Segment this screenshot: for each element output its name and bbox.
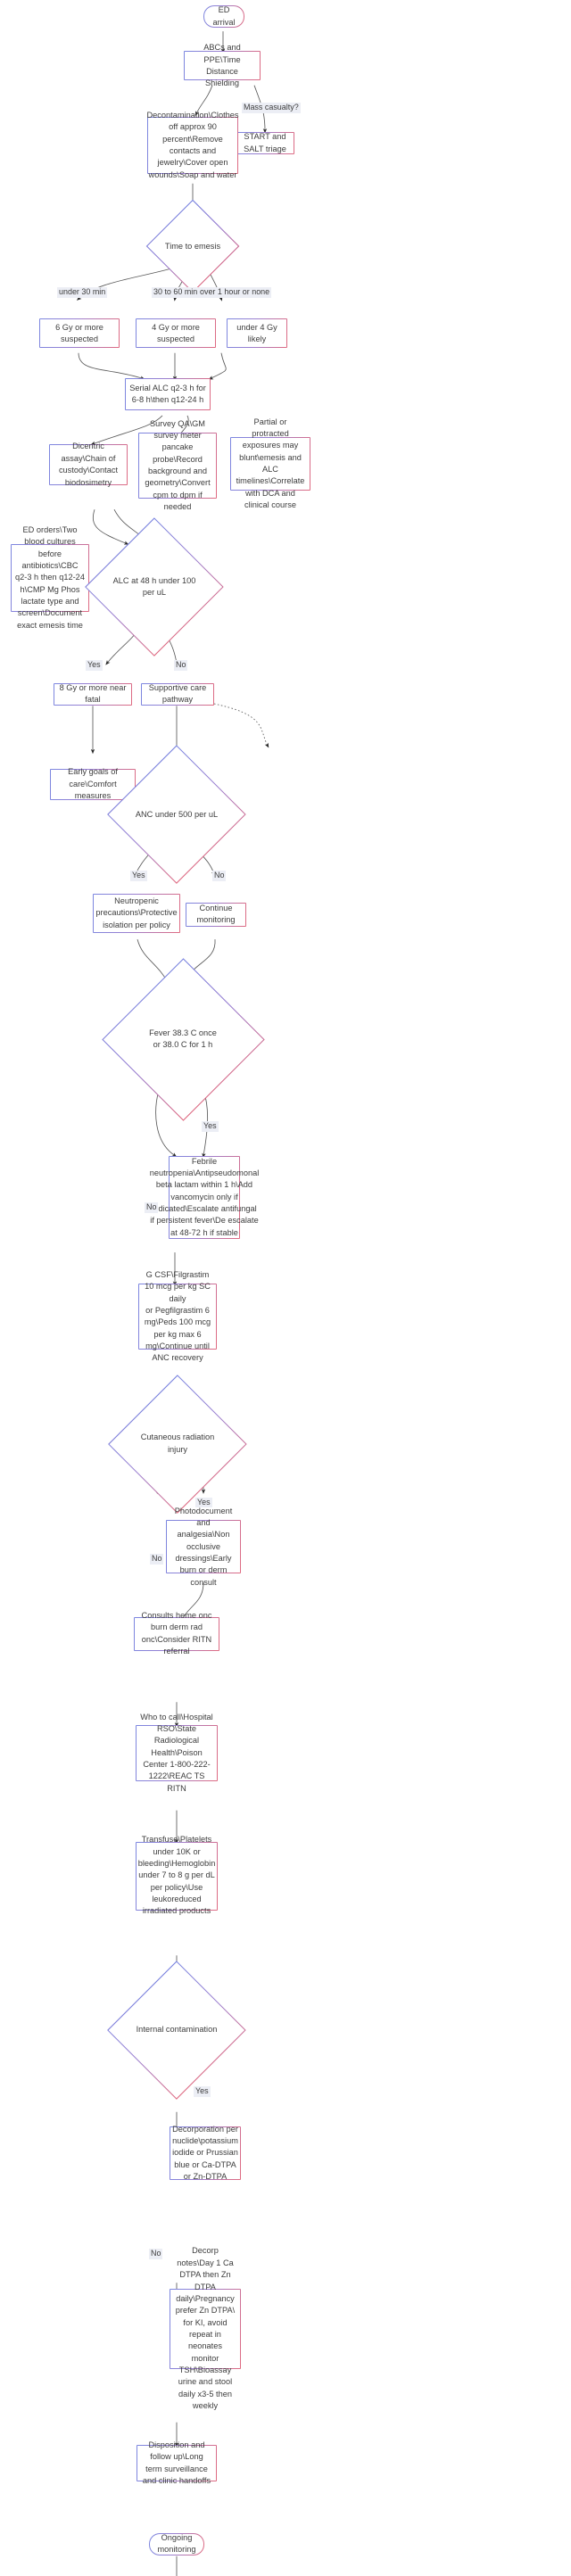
edge-label-over-1-hour: over 1 hour or none xyxy=(198,287,272,298)
edge-label-anc-yes: Yes xyxy=(130,871,147,882)
node-who-to-call[interactable]: Who to call\Hospital RSO\State Radiologi… xyxy=(136,1713,218,1793)
node-ongoing-monitoring[interactable]: Ongoing monitoring xyxy=(149,2533,204,2555)
node-decorporation[interactable]: Decorporation per nuclide\potassium iodi… xyxy=(170,2125,241,2181)
node-alc-48h[interactable]: ALC at 48 h under 100 per uL xyxy=(85,517,224,656)
edge-label-mass-casualty: Mass casualty? xyxy=(242,102,301,113)
node-decorp-notes[interactable]: Decorp notes\Day 1 Ca DTPA then Zn DTPA … xyxy=(170,2246,241,2410)
node-survey-qa[interactable]: Survey QA\GM survey meter pancake probe\… xyxy=(138,419,217,511)
node-abcs-ppe[interactable]: ABCs and PPE\Time Distance Shielding xyxy=(184,43,261,87)
node-photodocument[interactable]: Photodocument and analgesia\Non occlusiv… xyxy=(166,1507,241,1587)
node-start-salt[interactable]: START and SALT triage xyxy=(236,132,294,154)
node-gcsf[interactable]: G CSF\Filgrastim 10 mcg per kg SC daily … xyxy=(138,1270,217,1362)
node-transfuse[interactable]: Transfuse\Platelets under 10K or bleedin… xyxy=(136,1835,218,1915)
node-partial-exposure[interactable]: Partial or protracted exposures may blun… xyxy=(230,417,310,509)
node-continue-monitoring[interactable]: Continue monitoring xyxy=(186,903,246,927)
node-decontamination[interactable]: Decontamination\Clothes off approx 90 pe… xyxy=(146,111,239,179)
edge-label-alc-yes: Yes xyxy=(86,660,103,671)
node-febrile-neutropenia[interactable]: Febrile neutropenia\Antipseudomonal beta… xyxy=(150,1156,260,1239)
node-ed-arrival[interactable]: ED arrival xyxy=(203,5,244,28)
edge-label-under-30-min: under 30 min xyxy=(57,287,108,298)
edge-label-anc-no: No xyxy=(212,871,227,882)
edge-label-fever-yes: Yes xyxy=(202,1121,219,1132)
node-cutaneous-injury[interactable]: Cutaneous radiation injury xyxy=(108,1374,247,1514)
edge-label-cutaneous-no: No xyxy=(150,1554,164,1565)
node-consults[interactable]: Consults heme onc burn derm rad onc\Cons… xyxy=(134,1611,219,1655)
node-fever[interactable]: Fever 38.3 C once or 38.0 C for 1 h xyxy=(101,958,265,1121)
edge-label-internal-no: No xyxy=(149,2249,163,2259)
node-disposition[interactable]: Disposition and follow up\Long term surv… xyxy=(137,2440,217,2485)
node-time-to-emesis[interactable]: Time to emesis xyxy=(145,199,240,293)
node-ed-orders[interactable]: ED orders\Two blood cultures before anti… xyxy=(11,525,89,630)
edge-label-internal-yes: Yes xyxy=(194,2086,211,2097)
edge-label-fever-no: No xyxy=(145,1202,159,1213)
edge-label-30-to-60-min: 30 to 60 min xyxy=(152,287,200,298)
node-under-four-gy[interactable]: under 4 Gy likely xyxy=(227,318,287,348)
node-early-goals[interactable]: Early goals of care\Comfort measures xyxy=(50,767,136,801)
node-supportive-care[interactable]: Supportive care pathway xyxy=(141,683,214,706)
node-eight-gy[interactable]: 8 Gy or more near fatal xyxy=(54,683,132,706)
edge-label-alc-no: No xyxy=(174,660,188,671)
node-neutropenic[interactable]: Neutropenic precautions\Protective isola… xyxy=(93,894,180,933)
node-anc-500[interactable]: ANC under 500 per uL xyxy=(107,745,246,884)
edge-label-cutaneous-yes: Yes xyxy=(195,1497,212,1508)
node-six-gy[interactable]: 6 Gy or more suspected xyxy=(39,318,120,348)
node-dicentric-assay[interactable]: Dicentric assay\Chain of custody\Contact… xyxy=(49,442,128,487)
node-four-gy[interactable]: 4 Gy or more suspected xyxy=(136,318,216,348)
node-serial-alc[interactable]: Serial ALC q2-3 h for 6-8 h\then q12-24 … xyxy=(125,378,211,410)
node-internal-contamination[interactable]: Internal contamination xyxy=(107,1961,246,2100)
